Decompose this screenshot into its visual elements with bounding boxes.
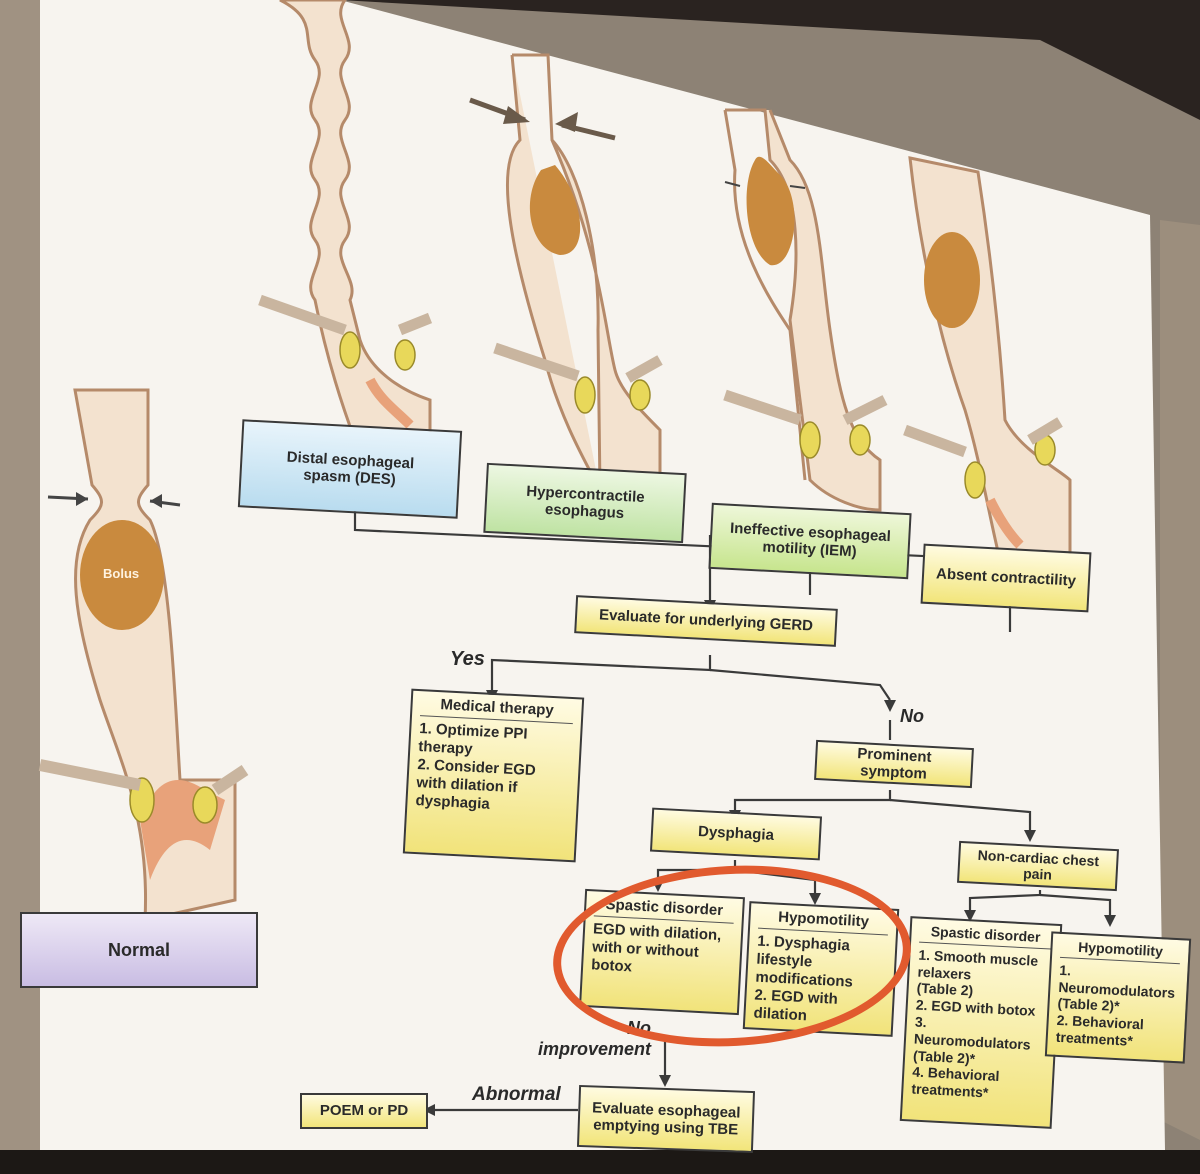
bolus-label: Bolus [103,566,140,581]
esophagus-normal-illustration [38,388,249,922]
spastic-disorder-chest-pain-panel: Spastic disorder 1. Smooth muscle relaxe… [899,916,1063,1129]
hypomotility-chest-pain-title: Hypomotility [1060,937,1181,964]
spastic-disorder-chest-pain-body: 1. Smooth muscle relaxers (Table 2) 2. E… [911,946,1039,1101]
esophagus-hypercontractile-illustration [469,53,663,492]
prominent-symptom-box: Prominent symptom [814,739,974,789]
hypomotility-chest-pain-body: 1. Neuromodulators (Table 2)* 2. Behavio… [1055,961,1176,1049]
no-label: No [900,706,924,726]
iem-box: Ineffective esophageal motility (IEM) [708,502,912,580]
evaluate-tbe-box: Evaluate esophageal emptying using TBE [576,1084,756,1154]
des-box: Distal esophageal spasm (DES) [237,419,463,519]
medical-therapy-panel: Medical therapy 1. Optimize PPI therapy … [402,688,585,863]
noncardiac-chest-pain-box: Non-cardiac chest pain [957,840,1119,892]
spastic-disorder-chest-pain-title: Spastic disorder [919,922,1052,950]
esophagus-iem-illustration [723,108,888,512]
hypercontractile-box: Hypercontractile esophagus [483,462,687,544]
no-improvement-label: No improvement [538,1018,652,1059]
poem-or-pd-box: POEM or PD [300,1093,428,1129]
normal-box: Normal [20,912,258,988]
yes-label: Yes [450,648,485,670]
medical-therapy-body: 1. Optimize PPI therapy 2. Consider EGD … [415,720,537,813]
esophagus-des-illustration [258,0,433,442]
dysphagia-box: Dysphagia [649,807,823,861]
hypomotility-chest-pain-panel: Hypomotility 1. Neuromodulators (Table 2… [1044,931,1192,1064]
medical-therapy-title: Medical therapy [420,695,574,725]
absent-contractility-box: Absent contractility [920,543,1092,613]
abnormal-label: Abnormal [472,1084,561,1105]
